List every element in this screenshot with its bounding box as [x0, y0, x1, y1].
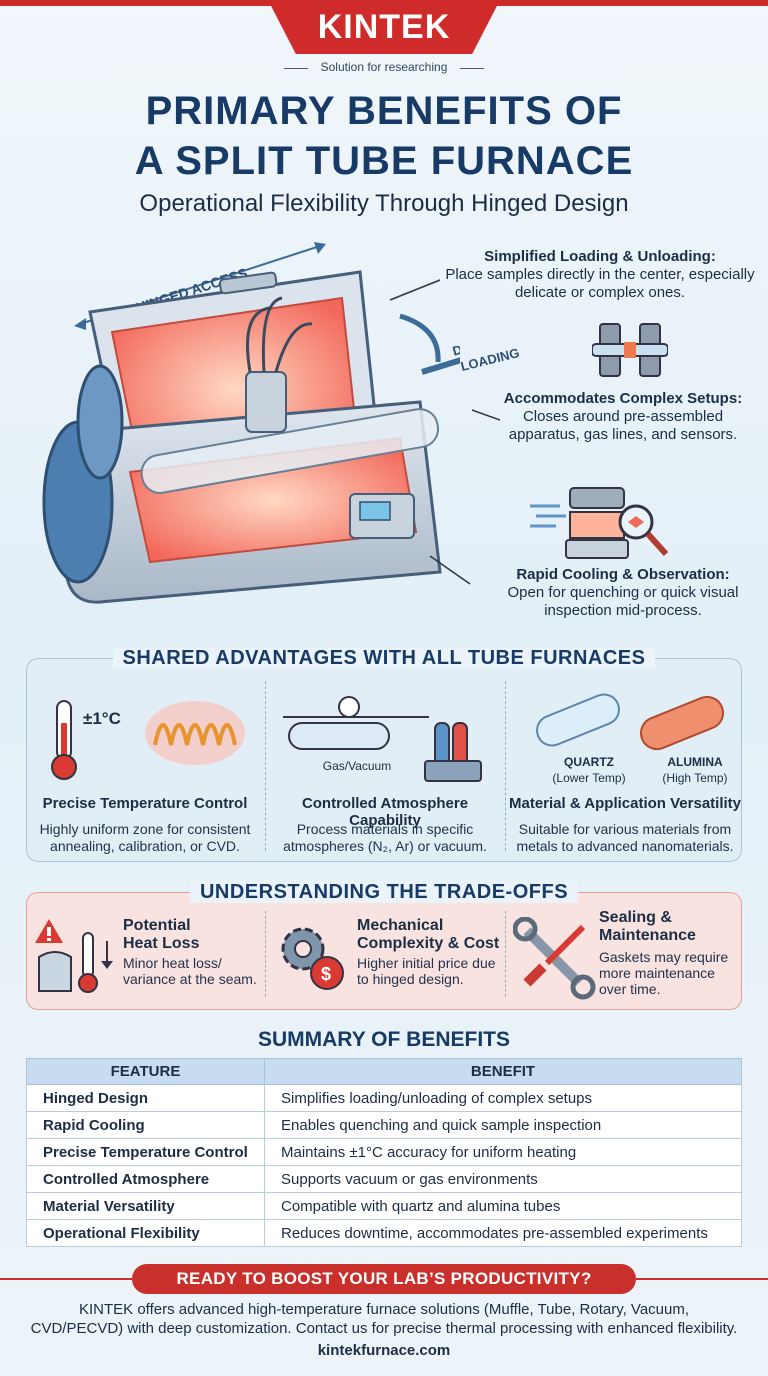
clamp-icon: [592, 323, 668, 377]
benefit-cell: Simplifies loading/unloading of complex …: [264, 1084, 742, 1112]
tradeoffs-title: UNDERSTANDING THE TRADE-OFFS: [27, 881, 741, 904]
brand-logo[interactable]: KINTEK: [317, 8, 451, 46]
sealing-heading: Sealing &Maintenance: [599, 909, 696, 944]
temperature-accuracy-label: ±1°C: [83, 709, 121, 728]
divider: [505, 911, 506, 997]
tradeoff-sealing-maintenance: Sealing &Maintenance Gaskets may require…: [513, 907, 739, 1003]
shared-advantages-panel: SHARED ADVANTAGES WITH ALL TUBE FURNACES…: [26, 647, 743, 862]
advantage-versatility-heading: Material & Application Versatility: [508, 795, 741, 812]
advantage-temperature: ±1°C Precise Temperature Control Highly …: [27, 681, 263, 857]
feature-cell: Controlled Atmosphere: [26, 1165, 265, 1193]
title-line-1: PRIMARY BENEFITS OF: [145, 89, 623, 133]
footer-description: KINTEK offers advanced high-temperature …: [0, 1300, 768, 1338]
advantage-temperature-heading: Precise Temperature Control: [42, 795, 248, 812]
benefit-cell: Supports vacuum or gas environments: [264, 1165, 742, 1193]
callout-complex-title: Accommodates Complex Setups:: [503, 390, 743, 407]
column-header-feature: FEATURE: [26, 1058, 265, 1085]
callout-loading: Simplified Loading & Unloading: Place sa…: [440, 248, 760, 302]
callout-loading-text: Place samples directly in the center, es…: [445, 266, 755, 301]
advantage-atmosphere-heading: Controlled Atmosphere Capability: [301, 795, 469, 829]
brand-tab: [268, 0, 500, 54]
split-tube-furnace-illustration: HINGED ACCESS DIRECT: [42, 242, 460, 604]
quartz-label: QUARTZ: [564, 755, 614, 769]
divider: [265, 911, 266, 997]
shared-advantages-title: SHARED ADVANTAGES WITH ALL TUBE FURNACES: [27, 647, 741, 670]
advantage-temperature-text: Highly uniform zone for consistent annea…: [39, 821, 251, 854]
callout-cooling-title: Rapid Cooling & Observation:: [516, 566, 730, 583]
summary-title: SUMMARY OF BENEFITS: [257, 1028, 510, 1051]
benefit-cell: Maintains ±1°C accuracy for uniform heat…: [264, 1138, 742, 1166]
advantage-versatility-text: Suitable for various materials from meta…: [516, 821, 734, 854]
tagline: Solution for researching: [284, 60, 484, 74]
svg-text:$: $: [321, 964, 331, 984]
feature-cell: Precise Temperature Control: [26, 1138, 265, 1166]
alumina-sublabel: (High Temp): [662, 771, 728, 785]
divider: [265, 681, 266, 851]
callout-loading-title: Simplified Loading & Unloading:: [484, 248, 716, 265]
cta-banner[interactable]: READY TO BOOST YOUR LAB’S PRODUCTIVITY?: [132, 1264, 636, 1294]
column-header-benefit: BENEFIT: [264, 1058, 742, 1085]
benefit-cell: Enables quenching and quick sample inspe…: [264, 1111, 742, 1139]
advantage-atmosphere-text: Process materials in specific atmosphere…: [283, 821, 487, 854]
title-line-2: A SPLIT TUBE FURNACE: [134, 139, 634, 183]
alumina-label: ALUMINA: [667, 755, 723, 769]
callout-complex-text: Closes around pre-assembled apparatus, g…: [508, 408, 738, 443]
callout-cooling-text: Open for quenching or quick visual inspe…: [507, 584, 739, 619]
footer-line-1: KINTEK offers advanced high-temperature …: [78, 1301, 690, 1318]
divider: [505, 681, 506, 851]
footer-line-2: CVD/PECVD) with deep customization. Cont…: [30, 1320, 738, 1337]
benefit-cell: Compatible with quartz and alumina tubes: [264, 1192, 742, 1220]
direct-loading-label: DIRECT: [451, 332, 460, 358]
callout-complex-setups: Accommodates Complex Setups: Closes arou…: [486, 390, 760, 444]
gas-vacuum-icon: [283, 696, 482, 782]
cooling-inspection-icon: [530, 487, 669, 559]
feature-cell: Hinged Design: [26, 1084, 265, 1112]
gas-vacuum-label: Gas/Vacuum: [322, 759, 392, 773]
wrench-screwdriver-icon: [513, 917, 596, 1000]
callout-rapid-cooling: Rapid Cooling & Observation: Open for qu…: [486, 566, 760, 620]
feature-cell: Operational Flexibility: [26, 1219, 265, 1247]
advantage-versatility: QUARTZ (Lower Temp) ALUMINA (High Temp) …: [507, 681, 743, 857]
quartz-sublabel: (Lower Temp): [552, 771, 626, 785]
feature-cell: Material Versatility: [26, 1192, 265, 1220]
thermometer-icon: [51, 700, 245, 780]
benefit-cell: Reduces downtime, accommodates pre-assem…: [264, 1219, 742, 1247]
table-header-row: FEATURE BENEFIT: [26, 1058, 742, 1085]
page-subtitle: Operational Flexibility Through Hinged D…: [139, 190, 629, 217]
heat-loss-text: Minor heat loss/variance at the seam.: [123, 955, 257, 987]
advantage-atmosphere: Gas/Vacuum Controlled Atmosphere Capabil…: [267, 681, 503, 857]
quartz-alumina-tubes-icon: [536, 693, 725, 751]
page-title: PRIMARY BENEFITS OF A SPLIT TUBE FURNACE: [0, 86, 768, 186]
callout-connectors: [389, 279, 500, 585]
feature-cell: Rapid Cooling: [26, 1111, 265, 1139]
website-link[interactable]: kintekfurnace.com: [317, 1342, 451, 1359]
gear-dollar-icon: $: [281, 927, 344, 990]
warning-heat-loss-icon: [35, 919, 113, 993]
